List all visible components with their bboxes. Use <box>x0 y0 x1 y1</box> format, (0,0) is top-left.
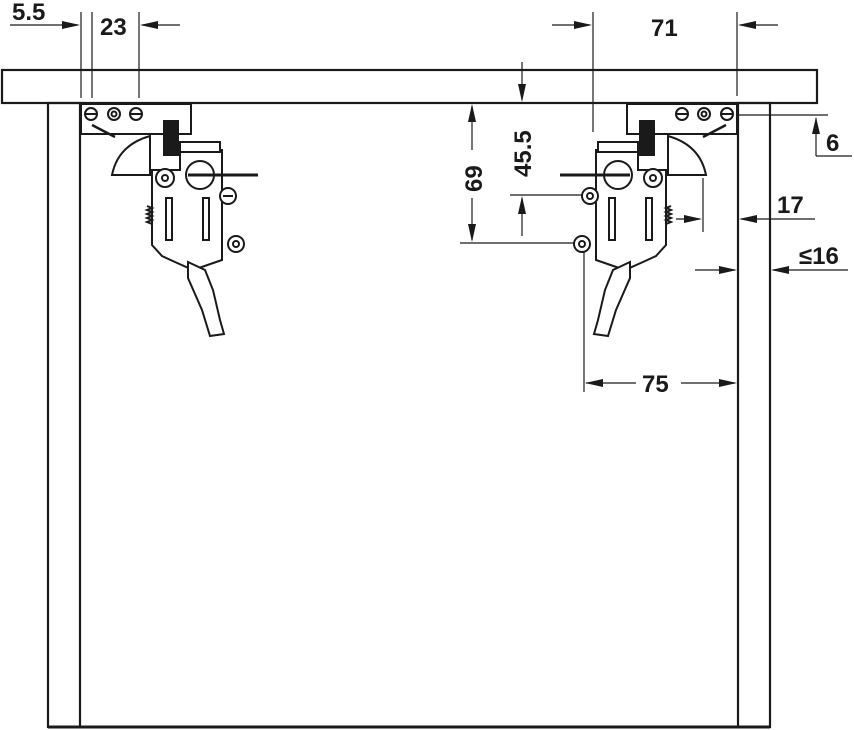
left-hinge-mechanism <box>80 103 258 338</box>
dimension-23: 23 <box>100 12 180 98</box>
right-side-panel <box>736 101 772 729</box>
dim-label-45-5: 45.5 <box>510 130 537 177</box>
dim-label-6: 6 <box>826 130 839 157</box>
dimension-17: 17 <box>676 178 815 232</box>
lid-panel <box>0 68 819 105</box>
dim-label-75: 75 <box>642 371 669 398</box>
dim-label-71: 71 <box>651 15 678 42</box>
left-side-panel <box>46 101 82 729</box>
dim-label-5-5: 5.5 <box>12 0 45 26</box>
dim-label-17: 17 <box>777 192 804 219</box>
dimension-69: 69 <box>460 104 580 244</box>
dim-label-23: 23 <box>100 14 127 41</box>
dimension-71: 71 <box>552 12 778 132</box>
right-hinge-mechanism <box>560 103 738 338</box>
dimension-75: 75 <box>583 248 737 398</box>
dim-label-16: ≤16 <box>799 243 839 270</box>
dimension-16: ≤16 <box>695 243 848 274</box>
dimension-5-5: 5.5 <box>10 0 93 98</box>
dimension-6: 6 <box>737 114 852 157</box>
dimension-45-5: 45.5 <box>510 62 595 236</box>
dim-label-69: 69 <box>461 165 488 192</box>
